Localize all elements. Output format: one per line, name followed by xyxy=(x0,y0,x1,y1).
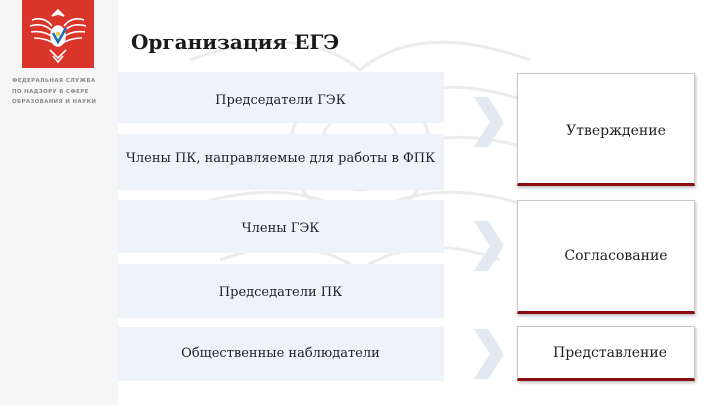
participant-label: Председатели ПК xyxy=(218,285,343,300)
agency-name-line: ФЕДЕРАЛЬНАЯ СЛУЖБА xyxy=(12,78,96,84)
chevron-right-icon xyxy=(474,97,504,147)
action-card-submission: Представление xyxy=(517,326,695,381)
action-label: Согласование xyxy=(564,248,668,264)
agency-name: ФЕДЕРАЛЬНАЯ СЛУЖБА ПО НАДЗОРУ В СФЕРЕ ОБ… xyxy=(12,76,116,108)
logo xyxy=(22,0,94,68)
participant-row: Председатели ПК xyxy=(117,264,444,318)
sidebar: ФЕДЕРАЛЬНАЯ СЛУЖБА ПО НАДЗОРУ В СФЕРЕ ОБ… xyxy=(0,0,118,405)
agency-name-line: ПО НАДЗОРУ В СФЕРЕ xyxy=(12,88,89,95)
participant-row: Члены ПК, направляемые для работы в ФПК xyxy=(117,134,444,190)
participant-label: Члены ГЭК xyxy=(241,220,320,236)
action-label: Представление xyxy=(552,344,668,361)
page-title: Организация ЕГЭ xyxy=(131,30,340,54)
action-label: Утверждение xyxy=(566,122,666,139)
chevron-right-icon xyxy=(474,221,504,271)
participant-label: Члены ПК, направляемые для работы в ФПК xyxy=(125,151,436,166)
action-card-approval: Утверждение xyxy=(517,73,695,186)
agency-name-line: ОБРАЗОВАНИЯ И НАУКИ xyxy=(12,99,97,105)
participant-row: Общественные наблюдатели xyxy=(117,327,444,381)
participant-label: Председатели ГЭК xyxy=(215,92,346,108)
eagle-emblem-icon xyxy=(29,8,87,64)
action-card-coordination: Согласование xyxy=(517,200,695,314)
chevron-right-icon xyxy=(474,329,504,379)
participant-row: Члены ГЭК xyxy=(117,200,444,253)
participant-row: Председатели ГЭК xyxy=(117,72,444,123)
participant-label: Общественные наблюдатели xyxy=(181,346,380,361)
